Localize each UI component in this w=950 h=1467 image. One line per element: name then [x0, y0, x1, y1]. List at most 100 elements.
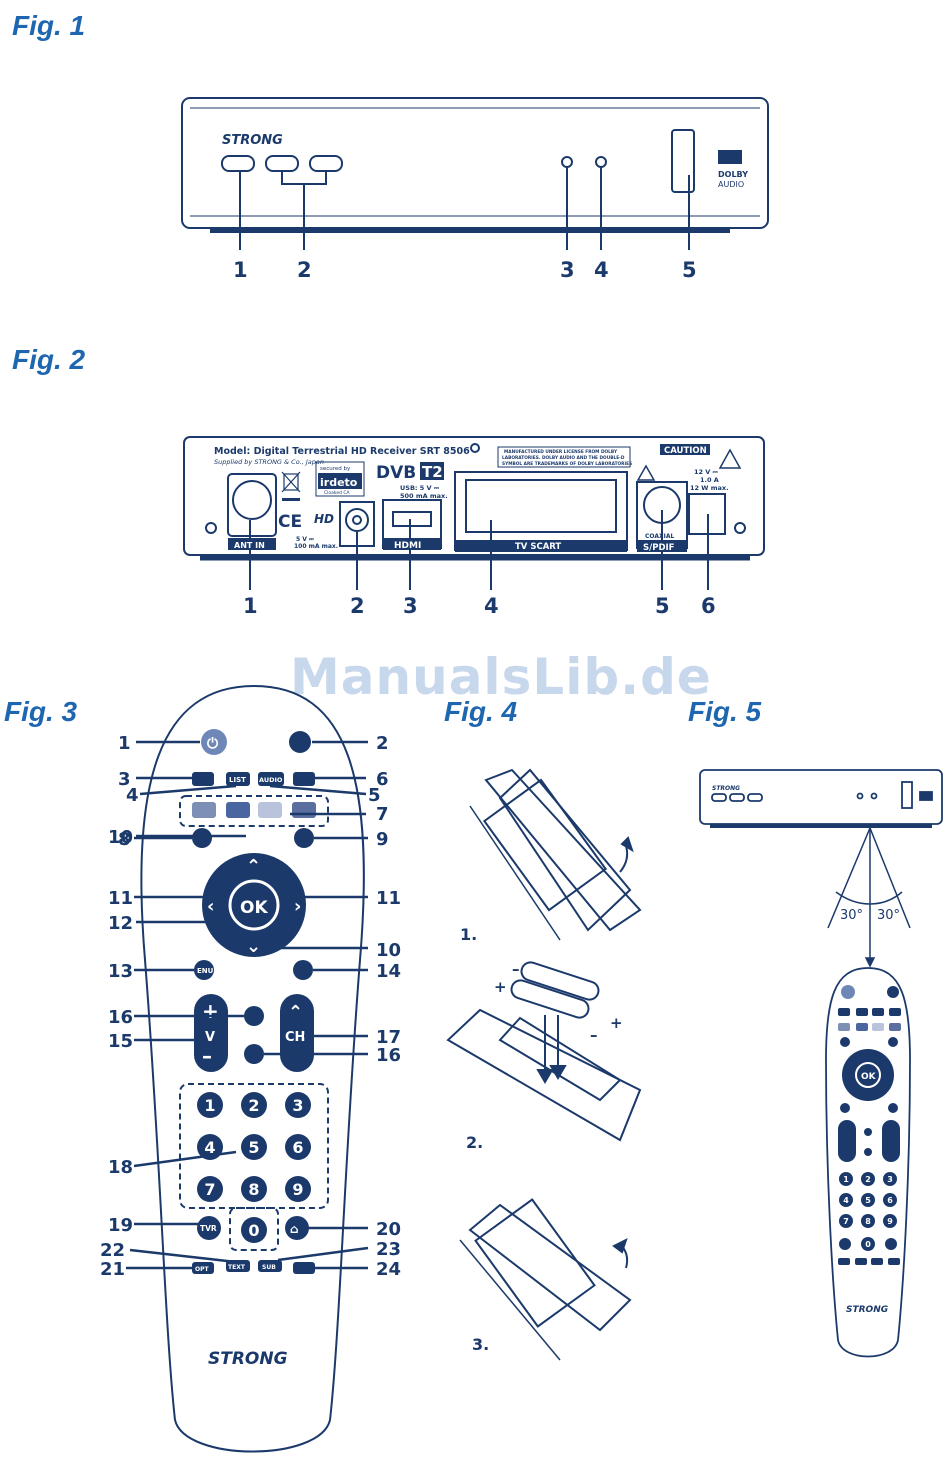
- watermark: ManualsLib.de: [290, 648, 712, 706]
- fig3-page-up-button: [244, 1006, 264, 1026]
- fig3-callout: 10: [376, 940, 401, 961]
- fig3-tvr-button: [197, 1216, 221, 1240]
- fig3-callout: 17: [376, 1027, 401, 1048]
- fig3-callout: 9: [376, 829, 389, 850]
- fig2-callout: 5: [655, 594, 670, 618]
- fig3-audio-button: [258, 772, 284, 786]
- fig2-supplied: Supplied by STRONG & Co., Japan: [214, 458, 324, 466]
- fig5-receiver: [699, 769, 943, 828]
- svg-text:+: +: [494, 978, 507, 996]
- fig3-vol-label: V: [205, 1030, 215, 1045]
- digit-label: 9: [887, 1217, 893, 1226]
- fig3-left-arrow-icon: ‹: [207, 896, 214, 917]
- fig3-power-icon: ⏻: [207, 736, 218, 752]
- fig2-callout: 4: [484, 594, 499, 618]
- fig5-brand-logo-remote: STRONG: [846, 1305, 888, 1315]
- digit-label: 7: [204, 1180, 215, 1199]
- fig1-dolby-logo: DOLBY AUDIO: [718, 150, 748, 189]
- fig3-numpad-area: [179, 1083, 329, 1209]
- fig5-mute-button: [887, 986, 899, 998]
- fig1-channel-up-button: [309, 155, 343, 172]
- fig2-coaxial-label: COAXIAL: [645, 533, 674, 540]
- fig2-ce-mark: CE: [278, 512, 302, 532]
- fig2-power-spec: 12 V ⎓: [694, 468, 719, 476]
- fig2-secured-by: secured by: [320, 466, 351, 472]
- fig2-ant-in-label: ANT IN: [234, 541, 265, 550]
- fig3-callout: 8: [118, 829, 131, 850]
- fig3-callouts: 1 3 4 8 10 11 12 13 16 15 18 19 22 21 2 …: [100, 733, 401, 1280]
- fig4-steps: 1. 2. 3.: [460, 925, 489, 1354]
- fig3-callout: 18: [108, 1157, 133, 1178]
- fig3-ch-up-icon: ⌃: [288, 1002, 303, 1023]
- fig3-colour-area: [179, 795, 329, 827]
- figure-5-label: Fig. 5: [688, 696, 762, 727]
- digit-label: 8: [248, 1180, 259, 1199]
- fig3-callout: 16: [376, 1045, 401, 1066]
- fig3-volume-rocker: [194, 994, 228, 1072]
- digit-label: 8: [865, 1217, 871, 1226]
- digit-button: [839, 1193, 853, 1207]
- fig3-sub-label: SUB: [262, 1264, 276, 1271]
- fig2-callout: 3: [403, 594, 418, 618]
- fig3-opt-button: [192, 1262, 214, 1274]
- fig3-ok-label: OK: [240, 898, 268, 918]
- digit-label: 0: [865, 1240, 871, 1249]
- fig3-zero-area: [229, 1207, 279, 1251]
- fig3-callout: 22: [100, 1240, 125, 1261]
- fig3-opt-label: OPT: [195, 1266, 209, 1273]
- fig3-yellow-button: [258, 802, 282, 818]
- fig3-epg-button: [294, 828, 314, 848]
- fig2-usb-spec: USB: 5 V ⎓: [400, 484, 440, 492]
- fig3-callout: 3: [118, 769, 131, 790]
- fig3-callout: 24: [376, 1259, 401, 1280]
- fig4-step3-drawing: [459, 1198, 632, 1361]
- digit-button: [883, 1214, 897, 1228]
- digit-label: 2: [865, 1175, 871, 1184]
- fig5-angle-right: 30°: [877, 908, 900, 923]
- fig5-ok-button: [855, 1062, 881, 1088]
- fig2-callout: 6: [701, 594, 716, 618]
- digit-label: 6: [887, 1196, 893, 1205]
- fig2-usb-spec: 500 mA max.: [400, 492, 448, 500]
- digit-button: [861, 1237, 875, 1251]
- digit-button: [861, 1172, 875, 1186]
- fig3-text-button: [226, 1260, 250, 1272]
- fig3-callout: 6: [376, 769, 389, 790]
- figure-2-label: Fig. 2: [12, 344, 86, 375]
- fig1-callouts: 1 2 3 4 5: [233, 258, 697, 282]
- fig3-right-arrow-icon: ›: [294, 896, 301, 917]
- fig2-dolby-notice: LABORATORIES. DOLBY AUDIO AND THE DOUBLE…: [502, 455, 625, 461]
- fig2-irdeto-logo: irdeto: [320, 476, 358, 489]
- digit-button: [197, 1176, 223, 1202]
- fig5-remote-body: [825, 967, 911, 1358]
- digit-button: [285, 1092, 311, 1118]
- fig2-hd-logo: HD: [314, 512, 334, 526]
- figure-4-label: Fig. 4: [444, 696, 518, 727]
- digit-label: 0: [248, 1221, 259, 1240]
- fig1-callout: 3: [560, 258, 575, 282]
- svg-text:DOLBY: DOLBY: [718, 170, 748, 179]
- fig4-step-label: 1.: [460, 925, 477, 944]
- fig1-receiver-front: [181, 97, 769, 250]
- fig2-spdif-label: S/PDIF: [643, 543, 675, 553]
- digit-label: 3: [887, 1175, 893, 1184]
- fig3-up-arrow-icon: ⌃: [246, 856, 261, 877]
- fig3-callout: 11: [376, 888, 401, 909]
- figure-3-label: Fig. 3: [4, 696, 78, 727]
- fig5-ok-label: OK: [861, 1072, 877, 1082]
- digit-label: 3: [292, 1096, 303, 1115]
- fig4-polarity: + – + –: [494, 960, 623, 1044]
- digit-label: 2: [248, 1096, 259, 1115]
- fig3-ok-button: [228, 879, 280, 931]
- digit-button: [839, 1214, 853, 1228]
- digit-button: [285, 1134, 311, 1160]
- fig1-channel-down-button: [265, 155, 299, 172]
- fig2-ant-in-port: [227, 473, 277, 537]
- digit-label: 1: [843, 1175, 849, 1184]
- fig3-callout: 5: [368, 785, 381, 806]
- fig3-exit-button: [293, 960, 313, 980]
- fig2-hdmi-label: HDMI: [394, 541, 421, 551]
- fig2-dolby-notice: MANUFACTURED UNDER LICENSE FROM DOLBY: [504, 449, 618, 455]
